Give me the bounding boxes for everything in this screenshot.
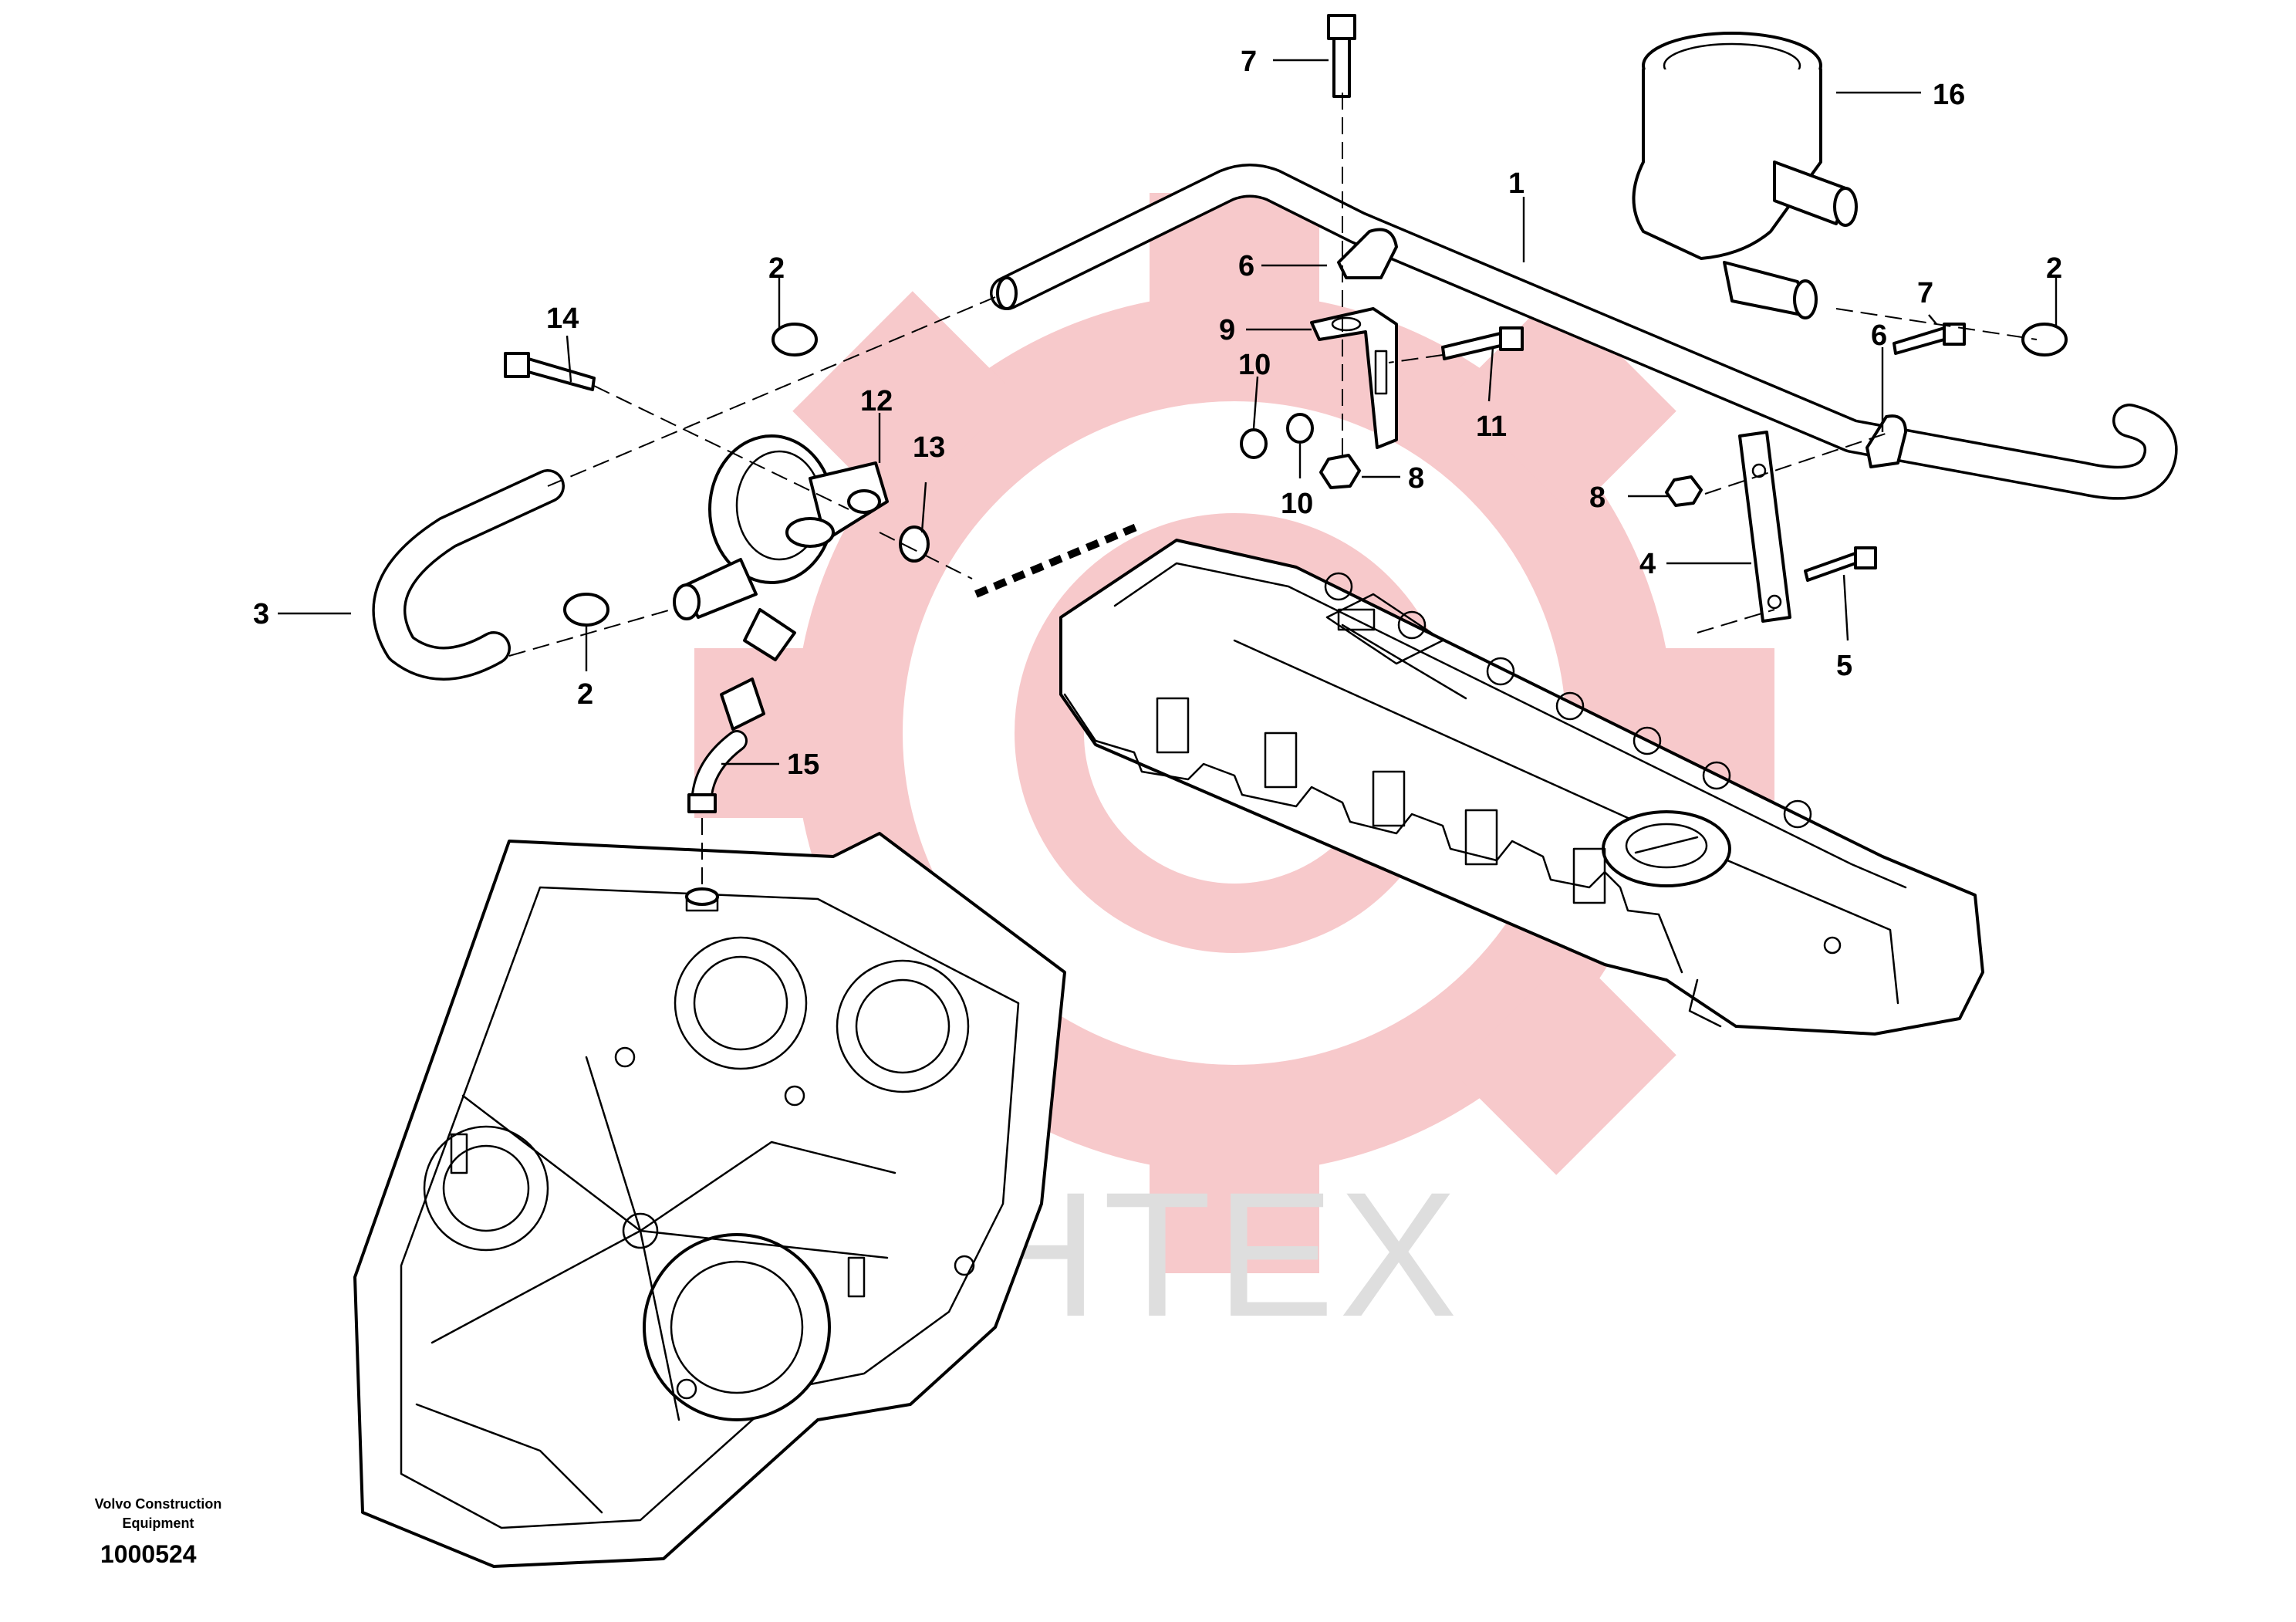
- washer-icon: [1240, 428, 1268, 459]
- callout-5: 5: [1836, 650, 1852, 682]
- footer-brand-line1: Volvo Construction: [95, 1496, 222, 1512]
- footer-brand-line2: Equipment: [123, 1516, 194, 1531]
- seal-ring-icon: [899, 525, 930, 563]
- washer-icon: [1286, 413, 1314, 444]
- callout-2-left: 2: [577, 678, 593, 711]
- strap-bracket-4: [1738, 431, 1791, 623]
- callout-10-top: 10: [1238, 349, 1271, 381]
- callout-12: 12: [860, 385, 893, 417]
- callout-10-bottom: 10: [1281, 488, 1313, 520]
- callout-6-left: 6: [1238, 250, 1254, 282]
- nut-icon: [1319, 454, 1361, 489]
- callout-14: 14: [546, 302, 579, 335]
- callout-1: 1: [1508, 167, 1524, 200]
- bolt-head-icon: [1327, 14, 1356, 40]
- breather-pipe: [990, 164, 2178, 500]
- footer-drawing-number: 1000524: [100, 1540, 197, 1568]
- bolt-head-icon: [504, 352, 530, 378]
- clamp-icon: [563, 593, 609, 627]
- callout-9: 9: [1219, 314, 1235, 346]
- hose-clamps: [563, 323, 2068, 627]
- drain-pipe: [687, 678, 765, 813]
- intake-elbow: [1632, 32, 1858, 319]
- callout-7-top: 7: [1241, 46, 1257, 78]
- clamp-icon: [772, 323, 818, 357]
- bolts: [504, 14, 1966, 582]
- bolt-head-icon: [1943, 323, 1966, 346]
- bolt-head-icon: [1499, 326, 1524, 351]
- callout-3: 3: [253, 598, 269, 630]
- callouts: 1 2 2 2 3 4 5 6 6 7 7 8 8 9 10 10 11 12 …: [253, 46, 2062, 781]
- callout-4: 4: [1639, 548, 1656, 580]
- clamp-icon: [2021, 323, 2068, 357]
- bolt-head-icon: [1854, 546, 1877, 569]
- callout-8-right: 8: [1589, 482, 1606, 514]
- footer: Volvo Construction Equipment 1000524: [95, 1496, 222, 1568]
- assembly-lines: [508, 93, 2038, 887]
- callout-7-right: 7: [1917, 277, 1933, 309]
- callout-15: 15: [787, 748, 819, 781]
- nut-icon: [1665, 475, 1703, 507]
- callout-6-right: 6: [1871, 319, 1887, 352]
- leader-lines: [278, 59, 2058, 765]
- callout-2-top-left: 2: [768, 252, 785, 285]
- callout-2-right: 2: [2046, 252, 2062, 285]
- p-clips: [1337, 228, 1907, 468]
- callout-11: 11: [1476, 411, 1507, 443]
- callout-8-center: 8: [1408, 462, 1424, 495]
- hose-u-bend: [372, 469, 565, 681]
- callout-16: 16: [1933, 79, 1965, 111]
- oil-separator: [673, 434, 889, 661]
- bracket-9: [1310, 307, 1398, 449]
- callout-13: 13: [913, 431, 945, 464]
- valve-cover: [1059, 539, 1984, 1036]
- timing-gear-housing: [353, 832, 1066, 1568]
